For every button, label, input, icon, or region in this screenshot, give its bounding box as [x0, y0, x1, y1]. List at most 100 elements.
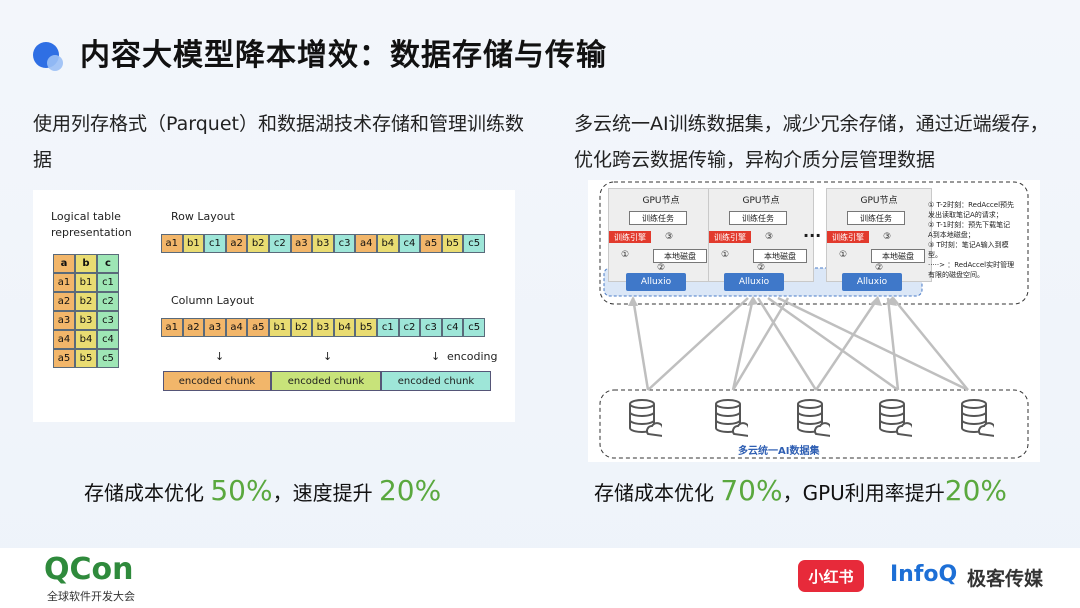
table-cell: b1	[75, 273, 97, 292]
layout-cell: c4	[441, 318, 464, 337]
train-engine-box: 训练引擎	[827, 231, 869, 243]
layout-cell: b4	[333, 318, 356, 337]
infoq-logo: InfoQ	[890, 562, 958, 587]
table-cell: c1	[97, 273, 119, 292]
layout-cell: c2	[269, 234, 291, 253]
train-task-box: 训练任务	[729, 211, 787, 225]
legend-note-line: 发出读取笔记A的请求；	[928, 211, 1003, 219]
layout-cell: b3	[312, 318, 334, 337]
legend-note-line: 有限的磁盘空间。	[928, 271, 984, 279]
step-3-label: ③	[883, 232, 892, 242]
gpu-node: GPU节点 训练任务 训练引擎 本地磁盘 ③ ① ②	[608, 188, 714, 282]
geek-media-logo: 极客传媒	[967, 568, 1044, 590]
footer: QCon 全球软件开发大会 小红书 InfoQ 极客传媒	[0, 548, 1080, 608]
table-cell: a5	[53, 349, 75, 368]
layout-cell: a3	[290, 234, 313, 253]
xiaohongshu-logo: 小红书	[798, 560, 864, 592]
layout-cell: c2	[398, 318, 421, 337]
left-stat-prefix: 存储成本优化	[84, 481, 211, 505]
table-cell: a3	[53, 311, 75, 330]
layout-cell: a5	[247, 318, 269, 337]
step-2-label: ②	[875, 263, 884, 273]
train-engine-box: 训练引擎	[609, 231, 651, 243]
table-cell: c5	[97, 349, 119, 368]
table-cell: a2	[53, 292, 75, 311]
step-3-label: ③	[765, 232, 774, 242]
right-stat-mid: ，GPU利用率提升	[782, 481, 945, 505]
gpu-node: GPU节点 训练任务 训练引擎 本地磁盘 ③ ① ②	[708, 188, 814, 282]
encoding-label: encoding	[447, 350, 498, 363]
left-stat-mid: ，速度提升	[272, 481, 379, 505]
down-arrow-icon: ↓	[431, 350, 441, 363]
qcon-subtitle: 全球软件开发大会	[47, 590, 135, 603]
step-1-label: ①	[721, 250, 730, 260]
layout-cell: a2	[225, 234, 248, 253]
table-cell: c4	[97, 330, 119, 349]
legend-note-line: ① T-2时刻：RedAccel预先	[928, 201, 1015, 209]
legend-note-line: 型。	[928, 251, 942, 259]
layout-cell: c5	[463, 234, 485, 253]
layout-cell: b4	[377, 234, 399, 253]
database-cloud-icon	[961, 399, 994, 437]
step-1-label: ①	[621, 250, 630, 260]
legend-note-line: A到本地磁盘；	[928, 231, 975, 239]
step-3-label: ③	[665, 232, 674, 242]
table-cell: b5	[75, 349, 97, 368]
down-arrow-icon: ↓	[323, 350, 333, 363]
layout-cell: c3	[333, 234, 356, 253]
left-stat: 存储成本优化 50%，速度提升 20%	[84, 474, 441, 507]
layout-cell: b2	[290, 318, 313, 337]
table-cell: a4	[53, 330, 75, 349]
right-stat-cost-value: 70%	[720, 474, 783, 507]
local-disk-box: 本地磁盘	[871, 249, 925, 263]
multicloud-architecture-figure: GPU节点 训练任务 训练引擎 本地磁盘 ③ ① ② GPU节点 训练任务 训练…	[588, 180, 1040, 462]
layout-cell: b5	[355, 318, 377, 337]
layout-cell: c3	[420, 318, 442, 337]
right-stat: 存储成本优化 70%，GPU利用率提升20%	[594, 474, 1007, 507]
database-cloud-icon	[715, 399, 748, 437]
legend-note-line: ② T-1时刻：预先下载笔记	[928, 221, 1011, 229]
parquet-layout-figure: Logical table representation Row Layout …	[33, 190, 515, 422]
step-2-label: ②	[757, 263, 766, 273]
gpu-node-label: GPU节点	[860, 196, 898, 206]
down-arrow-icon: ↓	[215, 350, 225, 363]
logical-table-label: Logical table	[51, 210, 121, 223]
table-cell: a1	[53, 273, 75, 292]
alluxio-box: Alluxio	[626, 273, 686, 291]
dataset-label: 多云统一AI数据集	[738, 446, 820, 457]
left-description: 使用列存格式（Parquet）和数据湖技术存储和管理训练数据	[33, 113, 524, 171]
step-2-label: ②	[657, 263, 666, 273]
table-header-cell: b	[75, 254, 97, 273]
train-engine-box: 训练引擎	[709, 231, 751, 243]
left-stat-speed-value: 20%	[378, 474, 442, 507]
alluxio-box: Alluxio	[842, 273, 902, 291]
table-header-cell: c	[97, 254, 119, 273]
layout-cell: b1	[269, 318, 291, 337]
step-1-label: ①	[839, 250, 848, 260]
table-cell: b2	[75, 292, 97, 311]
database-cloud-icon	[797, 399, 830, 437]
gpu-node: GPU节点 训练任务 训练引擎 本地磁盘 ③ ① ②	[826, 188, 932, 282]
layout-cell: c1	[377, 318, 399, 337]
legend-note-line: ·····> ：RedAccel实时管理	[928, 261, 1015, 269]
table-cell: b4	[75, 330, 97, 349]
layout-cell: a4	[225, 318, 248, 337]
gpu-node-label: GPU节点	[742, 196, 780, 206]
logical-table-label-2: representation	[51, 226, 132, 239]
layout-cell: c1	[204, 234, 226, 253]
table-cell: b3	[75, 311, 97, 330]
layout-cell: b2	[247, 234, 269, 253]
encoded-chunk: encoded chunk	[381, 371, 491, 391]
layout-cell: a5	[420, 234, 442, 253]
right-stat-prefix: 存储成本优化	[594, 481, 721, 505]
layout-cell: a1	[161, 234, 183, 253]
local-disk-box: 本地磁盘	[753, 249, 807, 263]
layout-cell: a1	[161, 318, 183, 337]
layout-cell: b5	[441, 234, 464, 253]
ellipsis-label: ...	[803, 222, 822, 241]
right-description: 多云统一AI训练数据集，减少冗余存储，通过近端缓存，优化跨云数据传输，异构介质分…	[574, 113, 1049, 171]
local-disk-box: 本地磁盘	[653, 249, 707, 263]
table-cell: c2	[97, 292, 119, 311]
layout-cell: a3	[204, 318, 226, 337]
train-task-box: 训练任务	[847, 211, 905, 225]
